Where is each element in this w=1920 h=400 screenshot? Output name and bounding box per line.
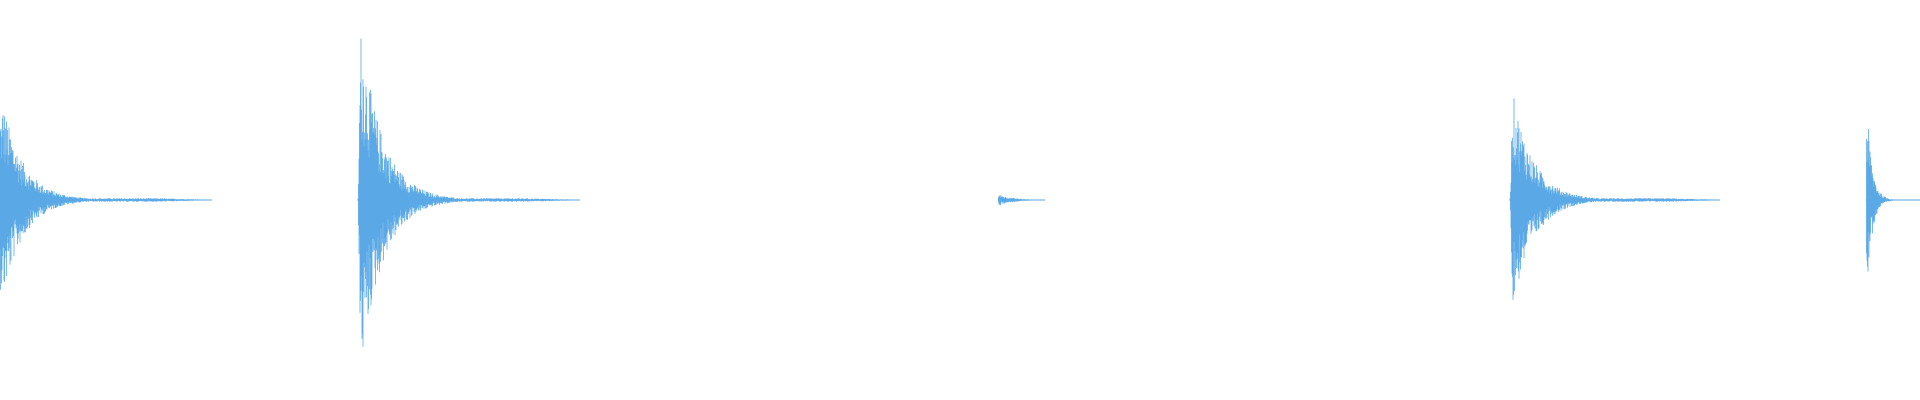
waveform-hit-2 xyxy=(357,38,580,347)
waveform-hit-1 xyxy=(0,115,212,290)
waveform-hit-2-trace xyxy=(357,38,580,347)
waveform-hit-3 xyxy=(997,195,1045,206)
waveform-hit-4 xyxy=(1509,98,1720,300)
waveform-hit-1-trace xyxy=(0,115,212,290)
waveform-hit-4-trace xyxy=(1509,98,1720,300)
waveform-hit-5 xyxy=(1865,129,1920,272)
